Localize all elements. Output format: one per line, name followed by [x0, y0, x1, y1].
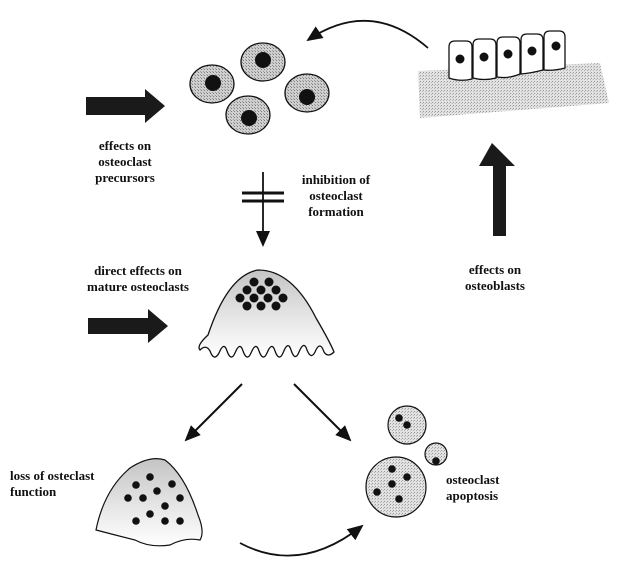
- label-line: osteoclast: [309, 188, 363, 203]
- nucleus: [241, 110, 257, 126]
- apoptotic-body-small: [424, 442, 448, 466]
- osteoclast-precursors: [189, 42, 330, 135]
- label-line: loss of osteclast: [10, 468, 95, 483]
- label-line: apoptosis: [446, 488, 499, 503]
- precursor-cell: [240, 42, 286, 82]
- osteoblast-cell: [520, 33, 544, 75]
- inhibition-arrow: [242, 172, 284, 247]
- label-line: function: [10, 484, 57, 499]
- apoptotic-body-large: [365, 456, 427, 518]
- mature-osteoclast: [198, 269, 335, 358]
- label-line: osteoclast: [98, 154, 152, 169]
- label-line: direct effects on: [94, 263, 182, 278]
- arrow-to-loss-of-function: [184, 383, 243, 442]
- nuclei-cluster: [235, 277, 288, 311]
- osteoblast-cell: [496, 36, 521, 79]
- label-line: inhibition of: [301, 172, 371, 187]
- scattered-nuclei: [124, 473, 184, 525]
- osteoblast-cell: [472, 38, 497, 81]
- label-line: osteoclast: [446, 472, 500, 487]
- apoptotic-bodies: [365, 405, 448, 518]
- mature-effects-arrow: [88, 309, 168, 343]
- precursor-cell: [284, 73, 330, 113]
- osteoblasts-on-bone: [418, 30, 609, 118]
- label-mature-effects: direct effects on mature osteoclasts: [68, 263, 208, 295]
- label-apoptosis: osteoclast apoptosis: [446, 472, 526, 504]
- label-line: effects on: [98, 138, 152, 153]
- osteoblast-effects-arrow: [479, 143, 515, 236]
- label-osteoblast-effects: effects on osteoblasts: [455, 262, 535, 294]
- nucleus: [255, 52, 271, 68]
- nucleus: [299, 89, 315, 105]
- label-inhibition: inhibition of osteoclast formation: [290, 172, 382, 220]
- label-line: precursors: [95, 170, 155, 185]
- label-line: osteoblasts: [465, 278, 525, 293]
- label-loss-of-function: loss of osteclast function: [10, 468, 120, 500]
- label-line: effects on: [468, 262, 522, 277]
- precursor-effects-arrow: [86, 89, 165, 123]
- apoptotic-body-medium: [387, 405, 427, 445]
- label-line: mature osteoclasts: [87, 279, 189, 294]
- nucleus: [205, 75, 221, 91]
- precursor-cell: [225, 95, 271, 135]
- osteoblast-to-precursor-arrow: [306, 20, 429, 49]
- inactive-osteoclast: [95, 458, 203, 547]
- osteoblast-cell: [543, 30, 566, 71]
- osteoblast-cell: [448, 40, 473, 81]
- arrow-to-apoptosis: [293, 383, 352, 442]
- label-precursor-effects: effects on osteoclast precursors: [80, 138, 170, 186]
- precursor-cell: [189, 64, 235, 104]
- loss-to-apoptosis-arrow: [239, 524, 364, 557]
- label-line: formation: [308, 204, 364, 219]
